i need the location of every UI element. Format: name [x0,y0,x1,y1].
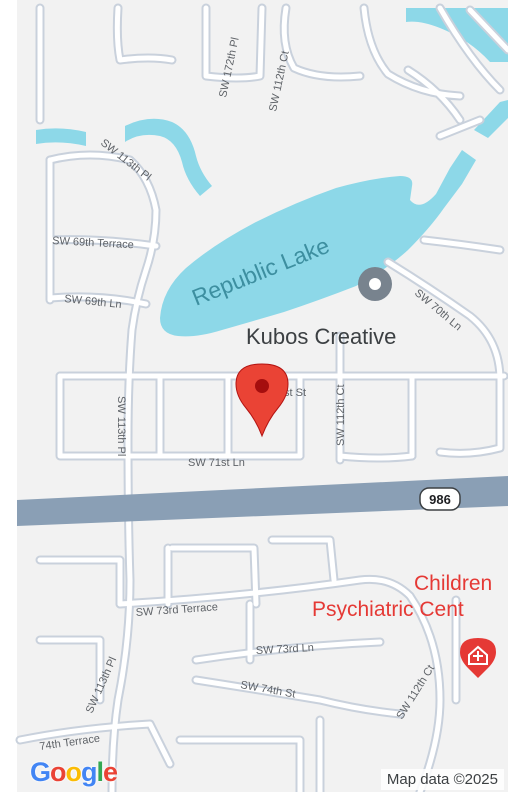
road-fills [17,5,508,792]
google-logo: Google [30,757,118,788]
hospital-house-icon [468,645,488,665]
canal-west [36,128,86,146]
left-margin [0,0,17,792]
logo-letter-o1: o [50,757,66,787]
canal-central [125,118,212,196]
poi-kubos-creative[interactable]: Kubos Creative [246,267,396,349]
street-label-sw-69th-terrace: SW 69th Terrace [52,235,134,251]
highway-shield: 986 [419,487,461,511]
street-label-st-st: st St [284,387,306,399]
highway-shield-label: 986 [429,492,451,507]
logo-letter-g2: g [81,757,97,787]
map-attribution[interactable]: Map data ©2025 [380,769,504,790]
street-label-sw-73rd-ln: SW 73rd Ln [256,642,315,657]
logo-letter-l: l [96,757,104,787]
highway-986[interactable] [17,476,508,526]
street-label-sw-69th-ln: SW 69th Ln [64,293,122,311]
location-pin-icon[interactable] [235,363,289,438]
logo-letter-e: e [103,757,118,787]
street-label-sw-112th-ct-mid: SW 112th Ct [335,384,347,446]
poi-hospital[interactable]: Children Psychiatric Cent [312,572,496,678]
street-label-sw-73rd-terrace: SW 73rd Terrace [135,601,218,619]
street-label-sw-113th-pl-mid: SW 113th Pl [115,396,127,456]
poi-label-kubos-creative[interactable]: Kubos Creative [246,324,396,349]
republic-lake [160,150,476,337]
logo-letter-g1: G [30,757,51,787]
street-label-sw-71st-ln: SW 71st Ln [188,457,245,469]
canal-east [474,100,508,138]
logo-letter-o2: o [65,757,82,787]
poi-label-hospital-line2[interactable]: Psychiatric Cent [312,598,464,621]
poi-label-hospital-line1[interactable]: Children [414,572,492,595]
road-network [15,3,508,792]
